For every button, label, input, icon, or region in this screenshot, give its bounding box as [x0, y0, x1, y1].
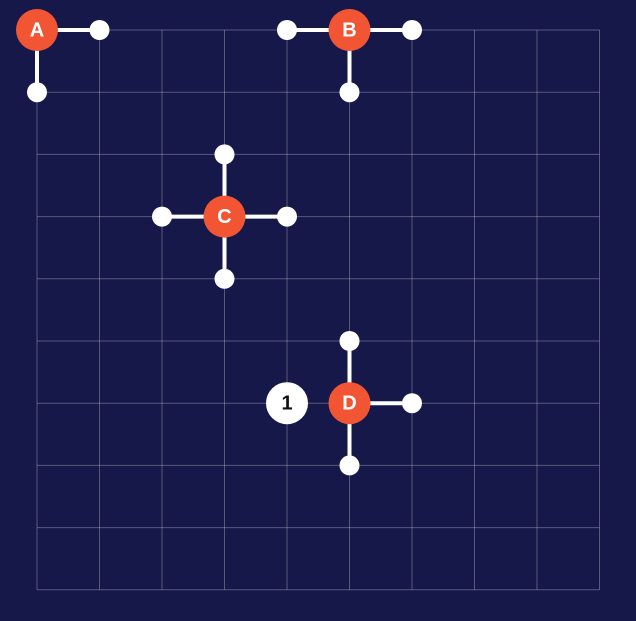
node-circle[interactable] — [16, 9, 58, 51]
node-c-endpoint-down[interactable] — [214, 268, 235, 289]
nodes-layer: A B C D — [16, 9, 371, 425]
node-circle[interactable] — [328, 9, 371, 51]
node-label: B — [342, 19, 356, 41]
node-b-endpoint-down[interactable] — [339, 82, 360, 103]
hint-badge[interactable]: 1 — [266, 382, 308, 425]
node-a-endpoint-right[interactable] — [89, 20, 110, 40]
node-label: D — [342, 392, 356, 414]
hints-layer: 1 — [266, 382, 308, 425]
node-b[interactable]: B — [328, 9, 371, 51]
hint-circle[interactable] — [266, 382, 308, 425]
node-label: C — [217, 206, 231, 228]
node-c-endpoint-right[interactable] — [277, 206, 297, 227]
node-a-endpoint-down[interactable] — [27, 82, 47, 103]
grid — [36, 29, 600, 591]
node-d[interactable]: D — [328, 382, 371, 425]
node-c-endpoint-up[interactable] — [214, 144, 235, 165]
node-circle[interactable] — [203, 195, 246, 238]
node-a[interactable]: A — [16, 9, 58, 51]
node-b-endpoint-right[interactable] — [402, 20, 422, 40]
node-d-endpoint-down[interactable] — [339, 455, 360, 476]
node-d-endpoint-up[interactable] — [339, 331, 360, 351]
node-d-endpoint-right[interactable] — [402, 393, 422, 414]
node-c-endpoint-left[interactable] — [152, 206, 172, 227]
hint-label: 1 — [281, 392, 292, 414]
node-circle[interactable] — [328, 382, 371, 425]
node-c[interactable]: C — [203, 195, 246, 238]
node-label: A — [30, 19, 44, 41]
node-b-endpoint-left[interactable] — [277, 20, 297, 40]
